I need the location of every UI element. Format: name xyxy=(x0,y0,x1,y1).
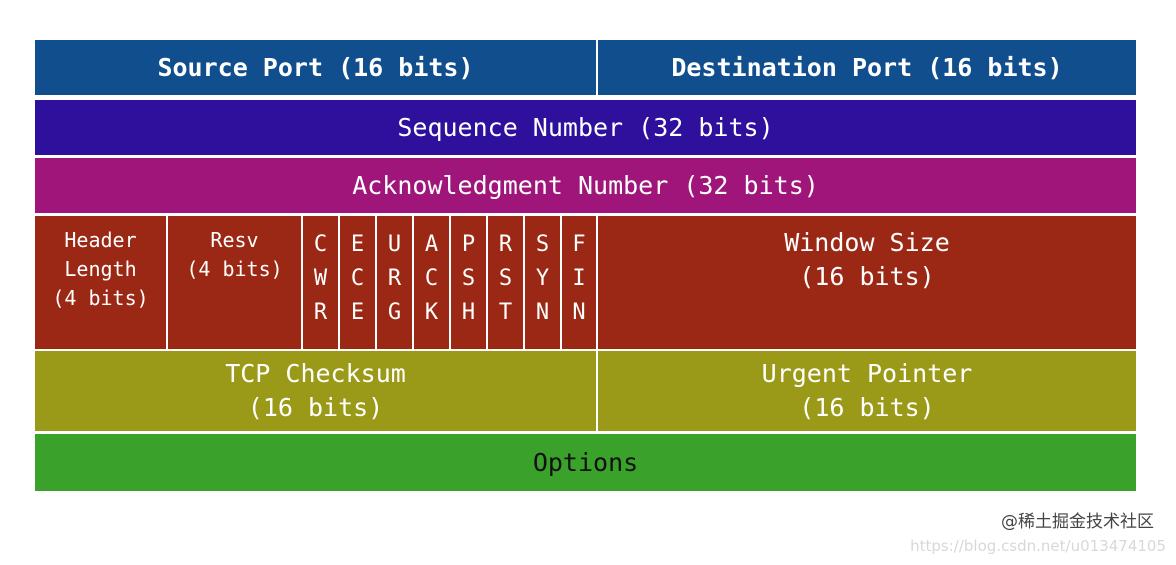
flag-letter: A xyxy=(424,232,439,257)
flag-letter: C xyxy=(350,266,365,291)
flag-letter: I xyxy=(572,266,586,291)
tcp-header-diagram: Source Port (16 bits) Destination Port (… xyxy=(35,40,1136,491)
destination-port-field: Destination Port (16 bits) xyxy=(598,40,1136,95)
flag-letter: T xyxy=(498,300,513,325)
flag-letter: U xyxy=(387,232,402,257)
flag-letter: P xyxy=(461,232,476,257)
flag-letter: G xyxy=(387,300,402,325)
flag-ece: E C E xyxy=(340,216,377,349)
flag-rst: R S T xyxy=(488,216,525,349)
flag-letter: F xyxy=(572,232,586,257)
sequence-number-field: Sequence Number (32 bits) xyxy=(35,100,1136,155)
flag-letter: R xyxy=(387,266,402,291)
flag-letter: S xyxy=(498,266,513,291)
source-url-text: https://blog.csdn.net/u013474105 xyxy=(910,537,1166,555)
flag-letter: W xyxy=(313,266,328,291)
flag-letter: Y xyxy=(535,266,550,291)
watermark-text: @稀土掘金技术社区 xyxy=(1001,512,1154,532)
flag-psh: P S H xyxy=(451,216,488,349)
flag-fin: F I N xyxy=(562,216,598,349)
flag-letter: H xyxy=(461,300,476,325)
reserved-field: Resv (4 bits) xyxy=(168,216,303,349)
flag-ack: A C K xyxy=(414,216,451,349)
flag-letter: N xyxy=(535,300,550,325)
flag-letter: N xyxy=(572,300,586,325)
flag-letter: C xyxy=(313,232,328,257)
tcp-checksum-field: TCP Checksum (16 bits) xyxy=(35,351,598,431)
header-length-field: Header Length (4 bits) xyxy=(35,216,168,349)
flag-letter: E xyxy=(350,300,365,325)
flag-letter: R xyxy=(498,232,513,257)
acknowledgment-number-field: Acknowledgment Number (32 bits) xyxy=(35,158,1136,213)
options-field: Options xyxy=(35,434,1136,491)
flag-syn: S Y N xyxy=(525,216,562,349)
source-port-field: Source Port (16 bits) xyxy=(35,40,598,95)
urgent-pointer-field: Urgent Pointer (16 bits) xyxy=(598,351,1136,431)
flag-letter: C xyxy=(424,266,439,291)
flag-cwr: C W R xyxy=(303,216,340,349)
flag-letter: S xyxy=(535,232,550,257)
flag-letter: K xyxy=(424,300,439,325)
flag-letter: R xyxy=(313,300,328,325)
flag-letter: S xyxy=(461,266,476,291)
window-size-field: Window Size (16 bits) xyxy=(598,216,1136,349)
flag-letter: E xyxy=(350,232,365,257)
flag-urg: U R G xyxy=(377,216,414,349)
